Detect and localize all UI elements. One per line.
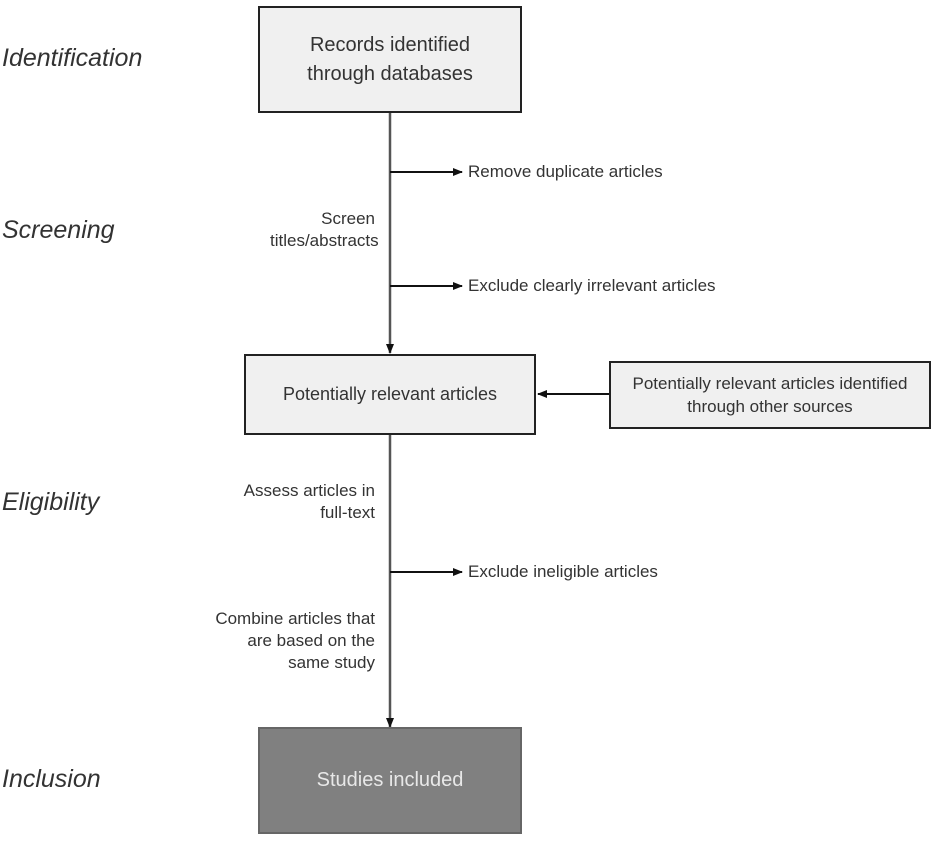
phase-screening: Screening: [2, 216, 115, 244]
phase-inclusion: Inclusion: [2, 765, 101, 793]
label-screen-titles: Screen titles/abstracts: [270, 209, 379, 250]
studies-included-box: Studies included: [258, 727, 522, 834]
label-exclude-irrelevant: Exclude clearly irrelevant articles: [468, 276, 716, 295]
label-assess-full-text: Assess articles in full-text: [243, 481, 375, 522]
other-sources-box: Potentially relevant articles identified…: [609, 361, 931, 429]
potentially-relevant-box: Potentially relevant articles: [244, 354, 536, 435]
label-remove-duplicates: Remove duplicate articles: [468, 162, 663, 181]
potentially-relevant-text: Potentially relevant articles: [282, 384, 498, 404]
other-sources-text: Potentially relevant articles identified…: [632, 374, 908, 416]
records-identified-text: Records identified through databases: [307, 33, 473, 85]
label-exclude-ineligible: Exclude ineligible articles: [468, 562, 658, 581]
phase-eligibility: Eligibility: [2, 488, 100, 516]
studies-included-text: Studies included: [316, 769, 464, 791]
records-identified-box: Records identified through databases: [258, 6, 522, 113]
label-combine-articles: Combine articles that are based on the s…: [215, 609, 375, 672]
phase-identification: Identification: [2, 44, 143, 72]
